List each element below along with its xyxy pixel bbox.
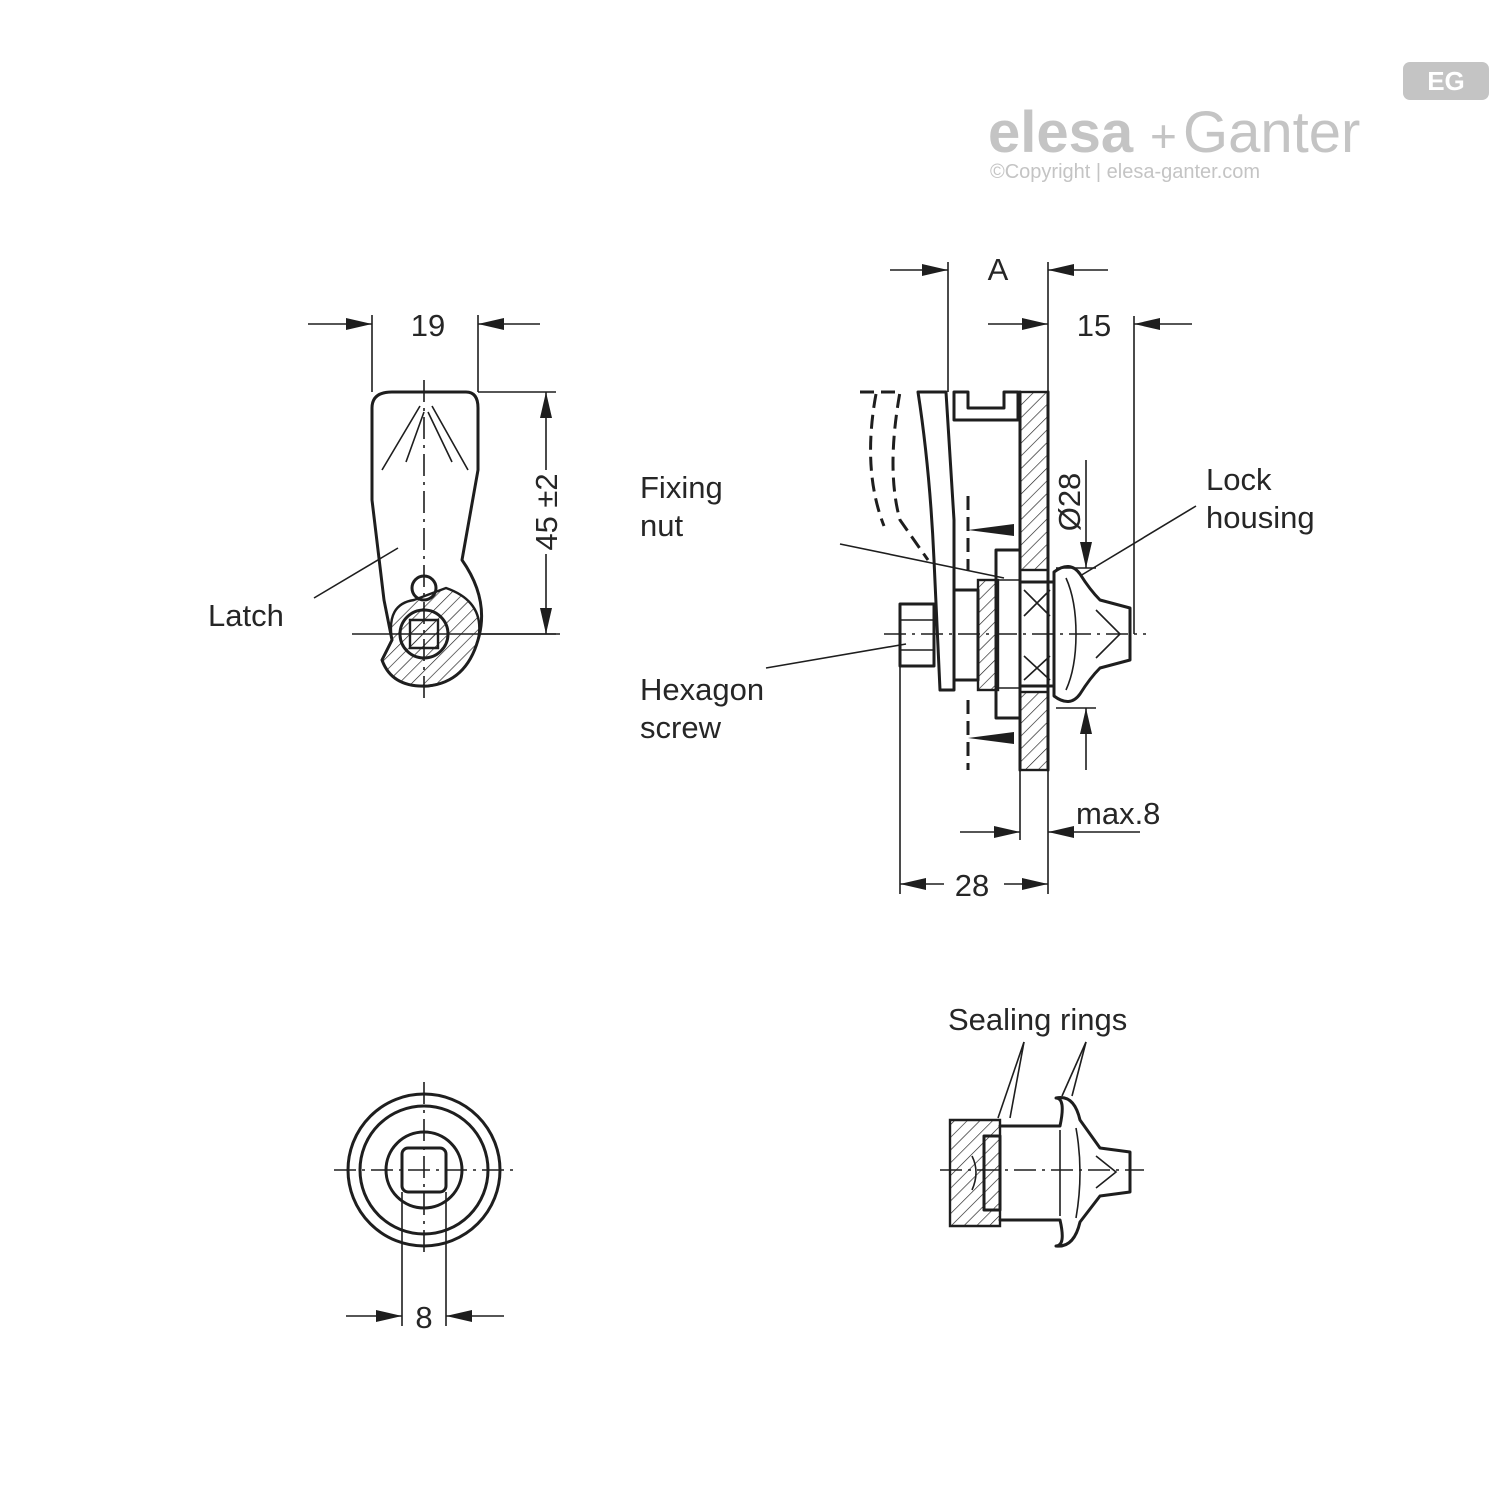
dim-28-arrow-left — [900, 878, 926, 890]
dim-latch-length: 45 ±2 — [529, 473, 564, 550]
section-arrow-lower — [968, 732, 1014, 744]
panel-section-top — [1018, 390, 1050, 572]
seal-groove — [971, 1155, 977, 1191]
logo-brand-right: Ganter — [1183, 100, 1360, 165]
cylinder-body-section — [976, 578, 1000, 692]
dim-19-arrow-left — [346, 318, 372, 330]
hexagon-screw-leader — [765, 643, 907, 669]
latch-bevel-lines — [381, 405, 469, 471]
dim-19-arrow-right — [478, 318, 504, 330]
dim-max8-arrow-right — [1048, 826, 1074, 838]
logo-badge-text: EG — [1427, 66, 1465, 96]
label-hexagon-screw-line2: screw — [640, 710, 722, 745]
dim-15: 15 — [1077, 308, 1111, 343]
dim-max8-arrow-left — [994, 826, 1020, 838]
logo-brand-plus: + — [1150, 110, 1177, 162]
seal-leader-4 — [1071, 1041, 1087, 1097]
dim-15-arrow-left — [1022, 318, 1048, 330]
panel-section-bottom — [1018, 690, 1050, 772]
front-view: 8 — [334, 1082, 514, 1335]
dim-a: A — [988, 252, 1009, 287]
dim-28-arrow-right — [1022, 878, 1048, 890]
seal-leader-3 — [1061, 1041, 1087, 1097]
logo-brand-left: elesa — [988, 100, 1134, 165]
seal-leader-1 — [997, 1041, 1025, 1119]
side-section-view: A 15 Ø28 max.8 28 Fixing nut — [640, 252, 1315, 903]
logo-copyright: ©Copyright | elesa-ganter.com — [990, 161, 1260, 183]
latch-leader — [313, 547, 399, 599]
dim-dia-arrow-top — [1080, 542, 1092, 568]
seal-key-square — [1095, 1155, 1118, 1189]
logo-badge — [1403, 62, 1489, 100]
cylinder-thread-marks — [1023, 589, 1051, 681]
seal-leader-2 — [1009, 1041, 1025, 1119]
label-sealing-rings: Sealing rings — [948, 1002, 1127, 1037]
label-fixing-nut-line1: Fixing — [640, 470, 723, 505]
label-latch: Latch — [208, 598, 284, 633]
dim-latch-width: 19 — [411, 308, 445, 343]
latch-phantom-outline — [860, 390, 930, 561]
dim-dia-arrow-bottom — [1080, 708, 1092, 734]
section-arrow-upper — [968, 524, 1014, 536]
dim-45-arrow-bottom — [540, 608, 552, 634]
washer — [952, 588, 980, 682]
label-lock-housing-line2: housing — [1206, 500, 1315, 535]
seal-lock-body-rings — [1059, 1127, 1081, 1219]
label-fixing-nut-line2: nut — [640, 508, 683, 543]
latch-view: 19 45 ±2 Latch — [208, 308, 564, 700]
dim-a-arrow-right — [1048, 264, 1074, 276]
dim-45-arrow-top — [540, 392, 552, 418]
latch-arm — [916, 390, 956, 692]
lock-housing-leader — [1079, 505, 1197, 577]
label-hexagon-screw-line1: Hexagon — [640, 672, 764, 707]
sealing-rings-view: Sealing rings — [940, 1002, 1144, 1248]
lock-housing — [1052, 565, 1132, 703]
dim-diameter: Ø28 — [1052, 473, 1087, 532]
u-bracket — [952, 390, 1020, 422]
label-lock-housing-line1: Lock — [1206, 462, 1272, 497]
seal-ring-inner — [982, 1134, 1002, 1212]
seal-housing-section — [948, 1118, 1002, 1228]
dim-overall: 28 — [955, 868, 989, 903]
fixing-nut-leader — [839, 543, 1005, 579]
hexagon-screw-head — [898, 602, 936, 668]
dim-max-thickness: max.8 — [1076, 796, 1160, 831]
seal-lock-body — [998, 1095, 1132, 1248]
dim-15-arrow-right — [1134, 318, 1160, 330]
dim-8-arrow-left — [376, 1310, 402, 1322]
dim-45-gap — [532, 470, 562, 554]
dim-8-arrow-right — [446, 1310, 472, 1322]
latch-phantom-inner — [869, 393, 886, 527]
brand-logo: EG elesa + Ganter ©Copyright | elesa-gan… — [988, 62, 1489, 183]
dim-square: 8 — [415, 1300, 432, 1335]
dim-a-arrow-left — [922, 264, 948, 276]
